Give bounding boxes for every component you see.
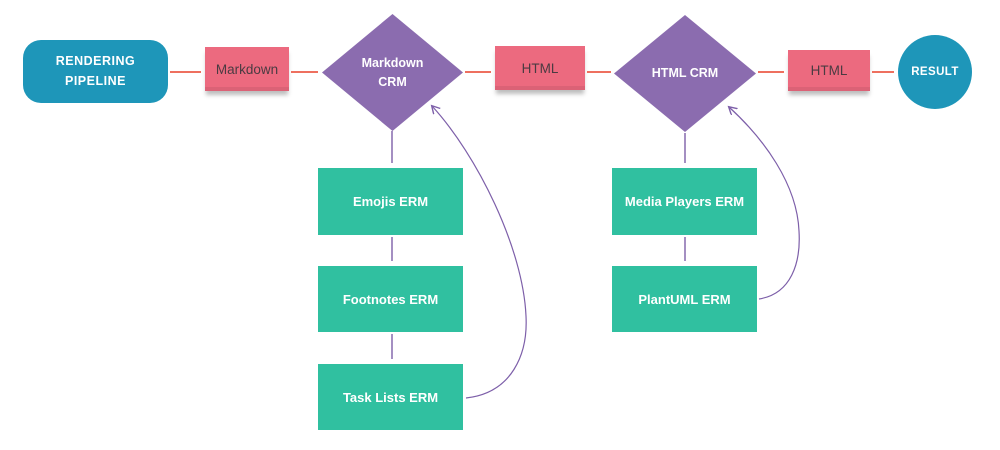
markdown-crm-diamond: Markdown CRM <box>322 14 463 131</box>
html-crm-label: HTML CRM <box>651 66 719 81</box>
rendering-pipeline-node: RENDERING PIPELINE <box>23 40 168 103</box>
markdown-note-label: Markdown <box>215 61 279 77</box>
markdown-crm-label: Markdown CRM <box>361 55 424 89</box>
task-lists-erm-node: Task Lists ERM <box>318 364 463 430</box>
rendering-pipeline-label: RENDERING PIPELINE <box>55 54 136 88</box>
result-label: RESULT <box>911 66 959 78</box>
markdown-sticky-note: Markdown <box>205 47 289 91</box>
emojis-erm-node: Emojis ERM <box>318 168 463 235</box>
footnotes-erm-label: Footnotes ERM <box>342 291 439 307</box>
task-lists-erm-label: Task Lists ERM <box>342 389 439 405</box>
html-out-label: HTML <box>810 63 848 78</box>
footnotes-erm-node: Footnotes ERM <box>318 266 463 332</box>
result-node: RESULT <box>898 35 972 109</box>
media-players-erm-label: Media Players ERM <box>624 194 745 209</box>
html-sticky-note-out: HTML <box>788 50 870 91</box>
edge-task-lists-back-to-markdown-crm <box>432 106 527 399</box>
emojis-erm-label: Emojis ERM <box>352 194 429 209</box>
html-crm-diamond: HTML CRM <box>614 15 756 132</box>
html-in-label: HTML <box>521 60 559 76</box>
media-players-erm-node: Media Players ERM <box>612 168 757 235</box>
plantuml-erm-node: PlantUML ERM <box>612 266 757 332</box>
html-sticky-note-in: HTML <box>495 46 585 90</box>
plantuml-erm-label: PlantUML ERM <box>638 291 731 307</box>
